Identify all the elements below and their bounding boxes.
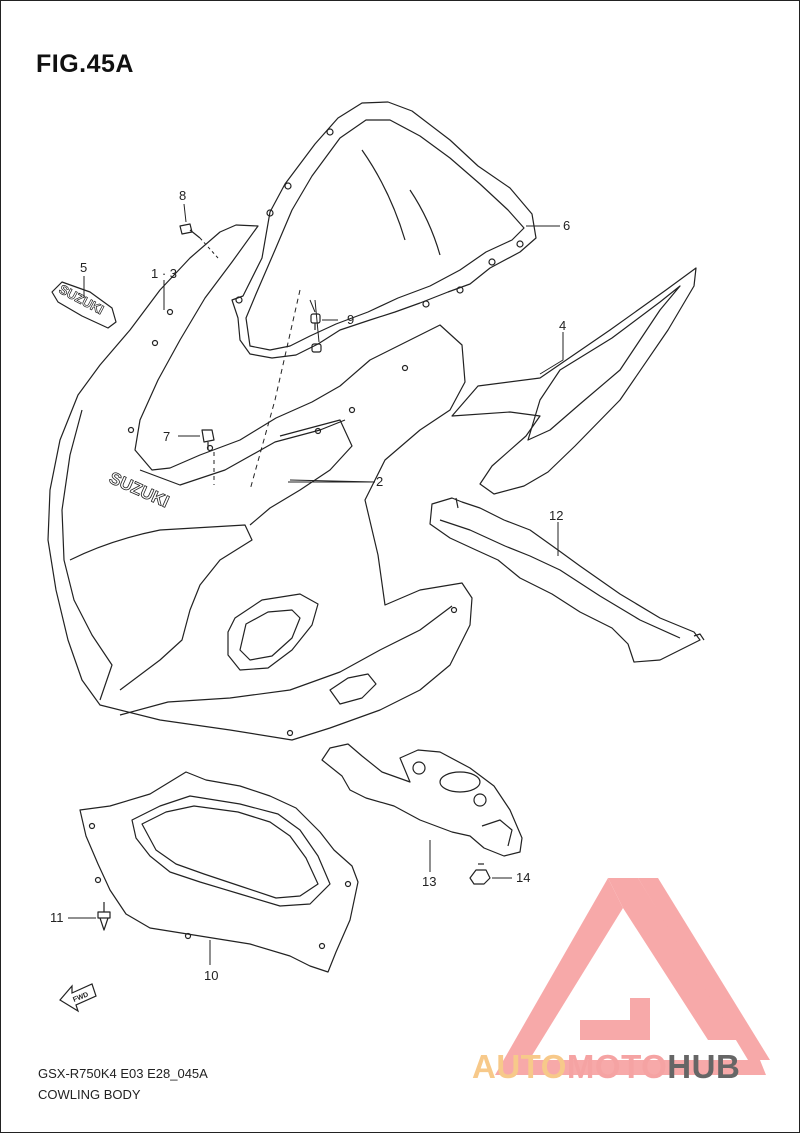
emblem-brand-text: SUZUKI	[57, 281, 107, 317]
figure-title: FIG.45A	[36, 50, 134, 78]
rivet-11	[97, 902, 111, 931]
leader-lines	[68, 203, 564, 965]
watermark-moto: MOTO	[566, 1048, 668, 1085]
under-cowl	[79, 771, 359, 973]
automotohub-logo-icon	[495, 878, 770, 1075]
mounting-bracket	[321, 743, 523, 857]
side-decal	[451, 267, 697, 495]
model-code: GSX-R750K4 E03 E28_045A	[38, 1066, 208, 1081]
callout-5: 5	[80, 260, 87, 275]
screw-7	[201, 429, 215, 450]
callout-11: 11	[50, 910, 64, 925]
callout-9: 9	[347, 312, 354, 327]
fwd-arrow-icon: FWD	[59, 983, 97, 1013]
callout-12: 12	[549, 508, 563, 523]
screw-8	[179, 223, 201, 239]
callout-6: 6	[563, 218, 570, 233]
callout-8: 8	[179, 188, 186, 203]
section-name: COWLING BODY	[38, 1087, 141, 1102]
emblem-decal	[51, 281, 117, 329]
watermark-auto: AUTO	[472, 1048, 567, 1085]
watermark-hub: HUB	[667, 1048, 741, 1085]
callout-13: 13	[422, 874, 436, 889]
inner-panel-bracket	[429, 497, 705, 663]
callout-1-3: 1 · 3	[151, 266, 177, 281]
windscreen	[231, 101, 537, 359]
nut-14	[469, 863, 491, 885]
callout-10: 10	[204, 968, 218, 983]
callout-2: 2	[376, 474, 383, 489]
callout-labels: 1 · 3 2 4 5 6 7 8 9 10 11 12 13 14	[50, 188, 570, 983]
callout-4: 4	[559, 318, 566, 333]
screw-9	[310, 313, 322, 353]
callout-7: 7	[163, 429, 170, 444]
callout-14: 14	[516, 870, 530, 885]
watermark-text: AUTOMOTOHUB	[472, 1048, 740, 1086]
fairing-brand-text: SUZUKI	[106, 468, 172, 511]
